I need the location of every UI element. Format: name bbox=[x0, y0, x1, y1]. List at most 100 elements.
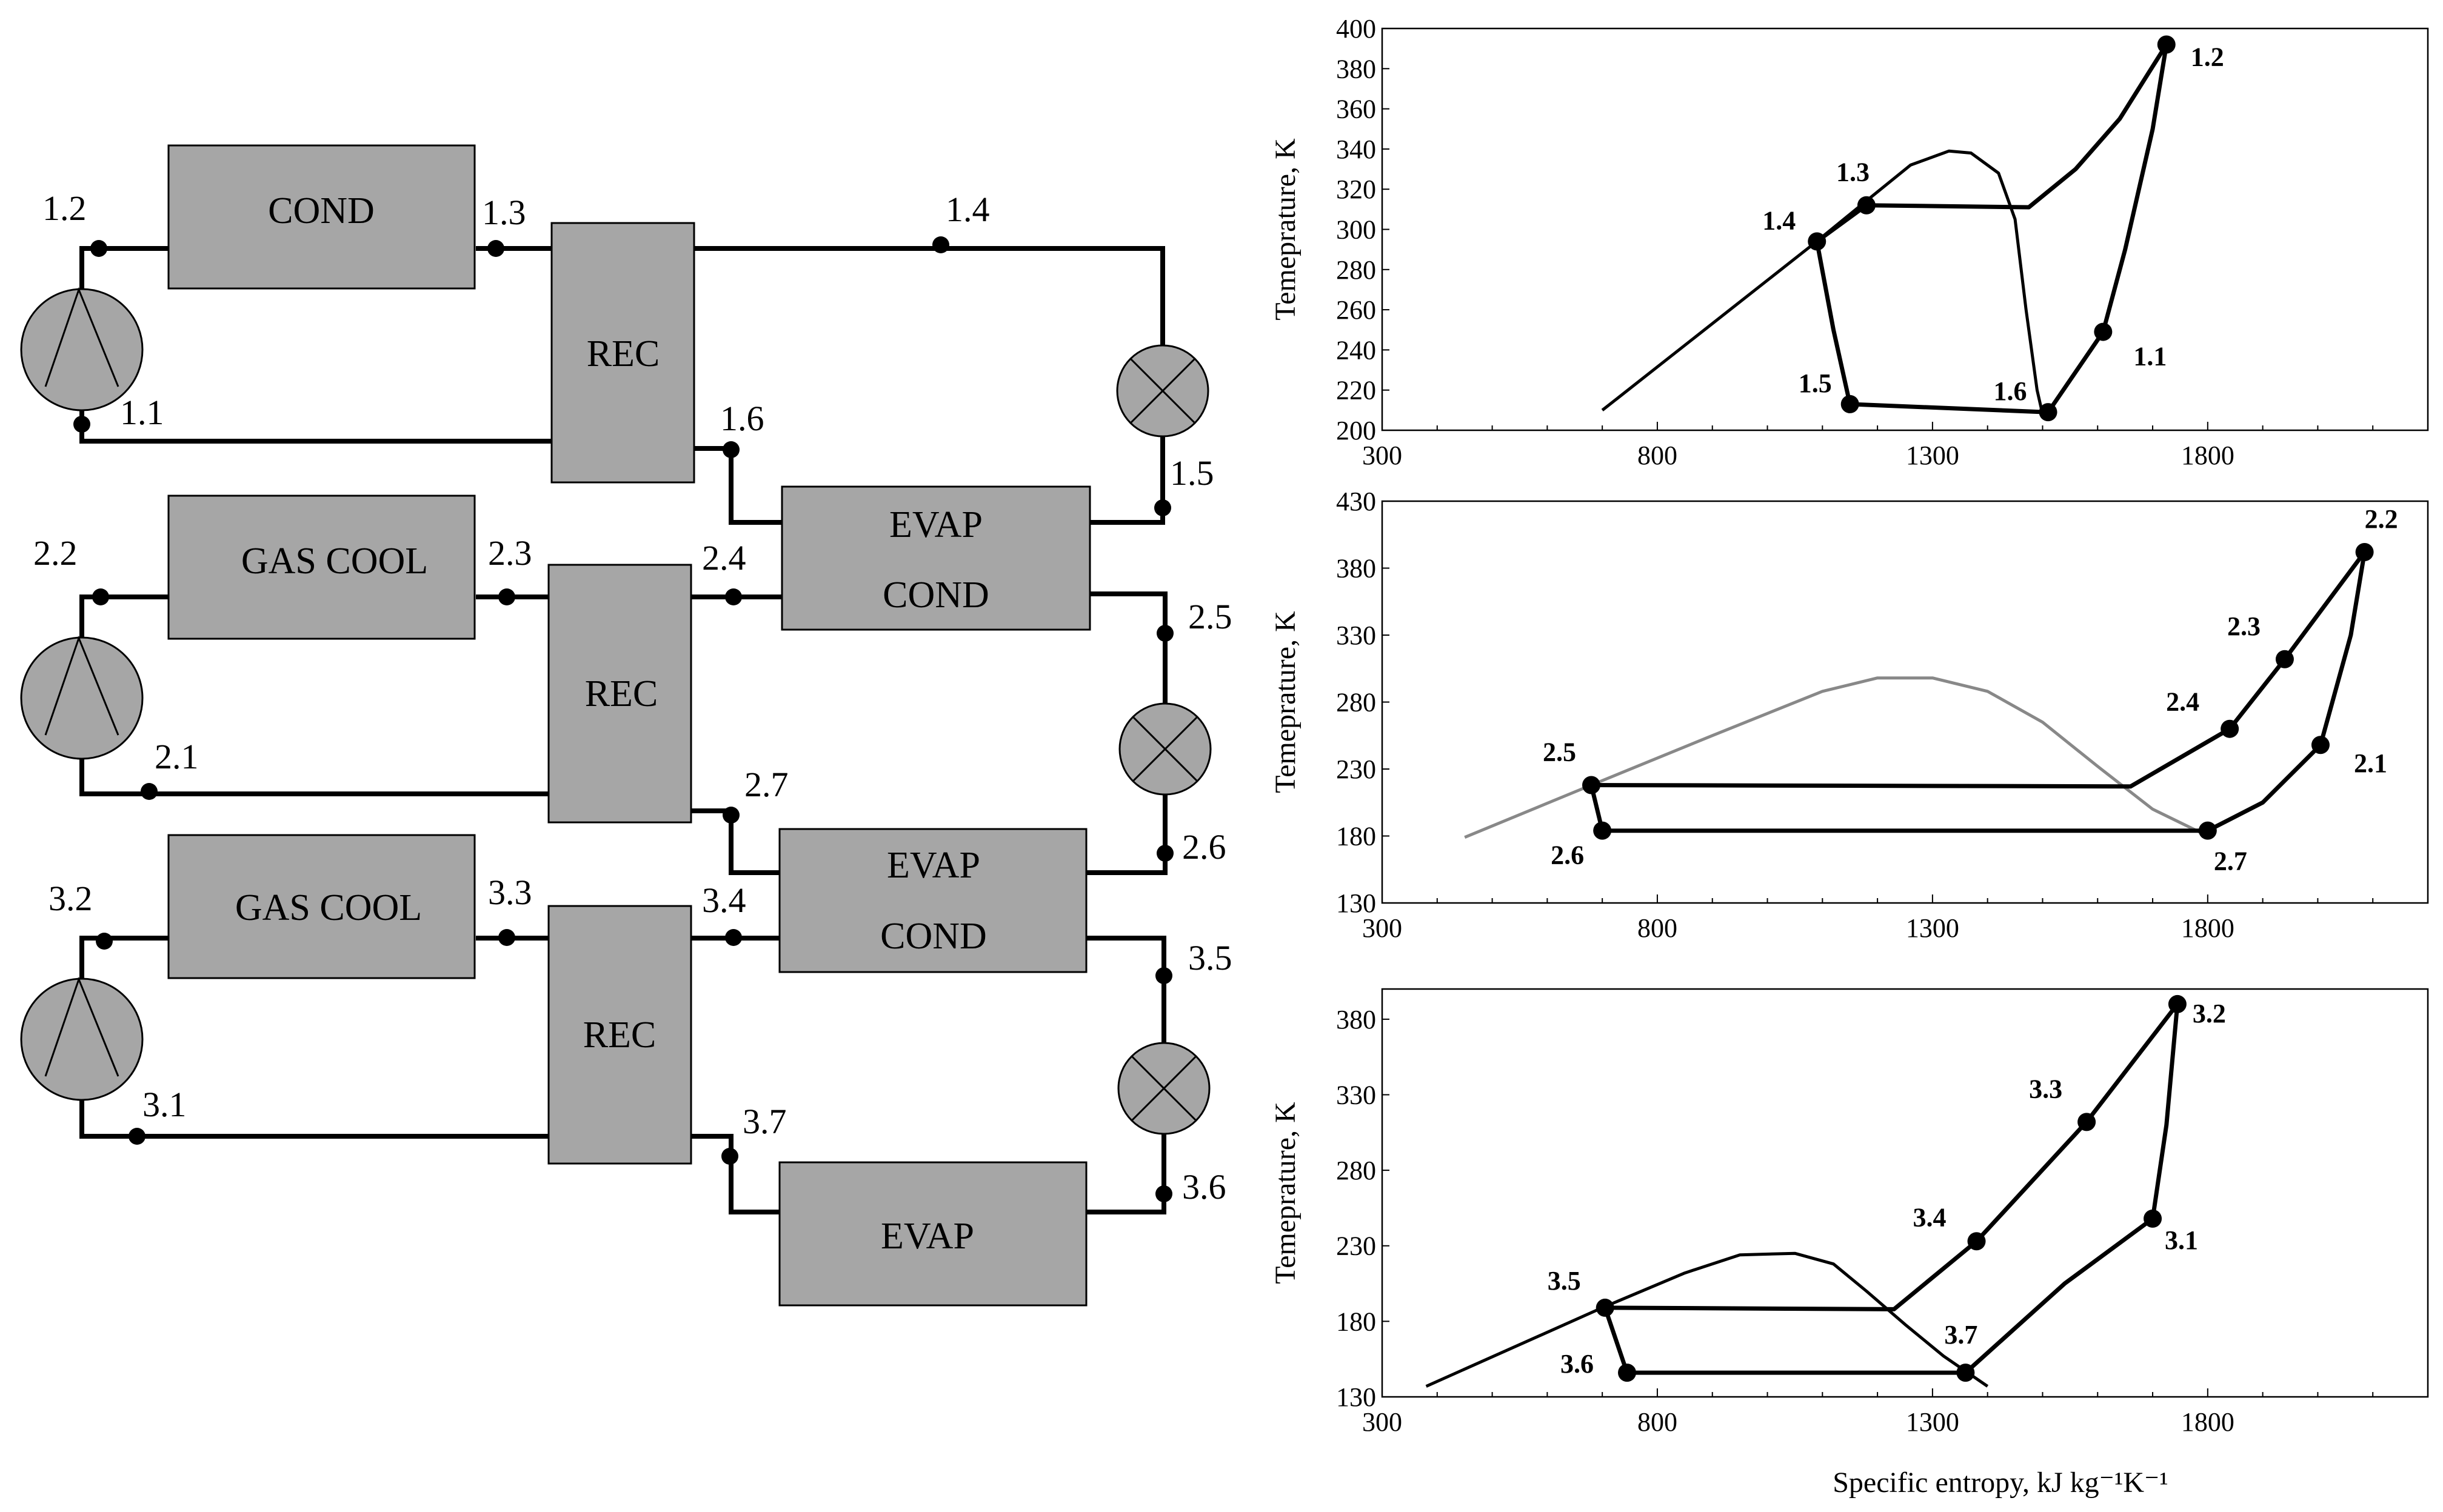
state-point-label: 2.4 bbox=[2166, 687, 2199, 717]
compressor-3-icon bbox=[20, 976, 144, 1101]
state-point bbox=[2198, 821, 2217, 840]
state-point bbox=[1582, 776, 1600, 794]
y-tick-label: 220 bbox=[1336, 376, 1376, 405]
evaporator-box bbox=[778, 1161, 1088, 1307]
x-tick-label: 1300 bbox=[1906, 913, 1959, 943]
state-point-label: 3.1 bbox=[2165, 1225, 2198, 1255]
gas-cooler-3-box bbox=[167, 834, 476, 979]
gas-cooler-2-label: GAS COOL bbox=[241, 541, 428, 582]
state-label: 3.4 bbox=[702, 881, 746, 920]
evap-cond-3-box bbox=[778, 828, 1088, 973]
state-point-label: 2.1 bbox=[2354, 748, 2387, 778]
y-tick-label: 360 bbox=[1336, 95, 1376, 124]
x-tick-label: 300 bbox=[1362, 1407, 1402, 1437]
cascade-cycle-schematic bbox=[79, 246, 1168, 1214]
plot-frame bbox=[1381, 988, 2429, 1398]
state-point bbox=[2168, 994, 2187, 1013]
state-label: 2.5 bbox=[1188, 597, 1232, 636]
cycle-line bbox=[1814, 241, 1853, 405]
y-tick-label: 340 bbox=[1336, 135, 1376, 164]
state-point bbox=[2039, 403, 2057, 422]
cycle-line bbox=[1816, 43, 2168, 244]
recuperator-1-box bbox=[550, 222, 695, 484]
y-tick-label: 180 bbox=[1336, 1307, 1376, 1336]
state-point bbox=[1808, 232, 1826, 251]
cycle-line bbox=[2150, 1004, 2180, 1219]
state-point-label: 1.6 bbox=[1994, 376, 2027, 406]
y-tick-label: 430 bbox=[1336, 487, 1376, 516]
y-tick-label: 180 bbox=[1336, 822, 1376, 851]
compressors bbox=[20, 287, 144, 1101]
y-tick-label: 380 bbox=[1336, 1005, 1376, 1034]
cycle-line bbox=[1964, 1217, 2154, 1374]
state-point-label: 2.2 bbox=[2365, 504, 2398, 534]
gas-cooler-3-label: GAS COOL bbox=[235, 887, 422, 928]
expansion-valve-1-icon bbox=[1116, 344, 1209, 438]
state-point-label: 3.6 bbox=[1560, 1349, 1594, 1379]
evap-cond-3-label-top: EVAP bbox=[887, 845, 980, 886]
cycle-3-piping bbox=[79, 936, 1166, 1214]
x-tick-label: 1800 bbox=[2181, 1407, 2234, 1437]
state-point-label: 3.5 bbox=[1548, 1266, 1581, 1296]
state-label: 1.5 bbox=[1170, 453, 1214, 493]
x-tick-label: 1300 bbox=[1906, 1407, 1959, 1437]
state-point-label: 1.2 bbox=[2191, 42, 2224, 72]
x-axis-title: Specific entropy, kJ kg⁻¹K⁻¹ bbox=[1833, 1467, 2168, 1499]
state-label: 1.4 bbox=[946, 190, 990, 229]
state-point bbox=[1840, 395, 1859, 413]
y-axis-title: Temeprature, K bbox=[1269, 611, 1302, 793]
expansion-valve-3-icon bbox=[1117, 1042, 1211, 1135]
state-point-label: 2.7 bbox=[2214, 847, 2247, 876]
state-point bbox=[2311, 736, 2330, 754]
x-tick-label: 800 bbox=[1637, 1407, 1677, 1437]
state-label: 1.3 bbox=[482, 193, 526, 232]
state-point bbox=[1956, 1364, 1975, 1382]
state-point bbox=[1967, 1232, 1986, 1251]
state-label: 3.6 bbox=[1182, 1167, 1226, 1207]
saturation-dome bbox=[1601, 149, 2044, 415]
state-label: 2.7 bbox=[744, 765, 789, 804]
state-point-label: 1.3 bbox=[1836, 158, 1870, 187]
y-tick-label: 380 bbox=[1336, 54, 1376, 84]
state-point-label: 1.4 bbox=[1762, 205, 1796, 235]
recuperator-2-box bbox=[547, 564, 692, 824]
state-label: 1.2 bbox=[42, 188, 87, 228]
x-tick-label: 300 bbox=[1362, 441, 1402, 470]
state-point-label: 1.1 bbox=[2133, 342, 2167, 371]
state-point bbox=[2275, 650, 2294, 668]
plot-frame bbox=[1381, 500, 2429, 904]
expansion-valve-2-icon bbox=[1118, 702, 1212, 796]
expansion-valves bbox=[1116, 344, 1212, 1135]
recuperator-2-label: REC bbox=[585, 673, 658, 714]
y-tick-label: 230 bbox=[1336, 1231, 1376, 1261]
cycle-line bbox=[2100, 44, 2169, 333]
state-point-label: 2.3 bbox=[2227, 611, 2261, 641]
x-tick-label: 1800 bbox=[2181, 913, 2234, 943]
recuperator-3-label: REC bbox=[583, 1014, 657, 1056]
cycle-line bbox=[2046, 330, 2105, 414]
y-tick-label: 320 bbox=[1336, 175, 1376, 204]
state-label: 3.7 bbox=[743, 1102, 787, 1141]
evap-cond-2-label-bottom: COND bbox=[883, 574, 989, 616]
state-label: 1.6 bbox=[720, 399, 764, 438]
evap-cond-2-box bbox=[781, 485, 1091, 631]
state-label: 3.1 bbox=[142, 1085, 187, 1124]
y-tick-label: 380 bbox=[1336, 554, 1376, 584]
evap-cond-3-label-bottom: COND bbox=[880, 916, 987, 957]
compressor-2-icon bbox=[20, 635, 144, 760]
compressor-1-icon bbox=[20, 287, 144, 411]
y-axis-title: Temeprature, K bbox=[1269, 138, 1302, 321]
state-point bbox=[2157, 35, 2176, 54]
y-tick-label: 230 bbox=[1336, 754, 1376, 784]
condenser-label: COND bbox=[268, 190, 375, 231]
recuperator-3-box bbox=[547, 905, 692, 1165]
plot-frame bbox=[1381, 27, 2429, 431]
state-label: 1.1 bbox=[120, 393, 164, 432]
state-point bbox=[1596, 1298, 1614, 1317]
state-point bbox=[2144, 1209, 2162, 1228]
